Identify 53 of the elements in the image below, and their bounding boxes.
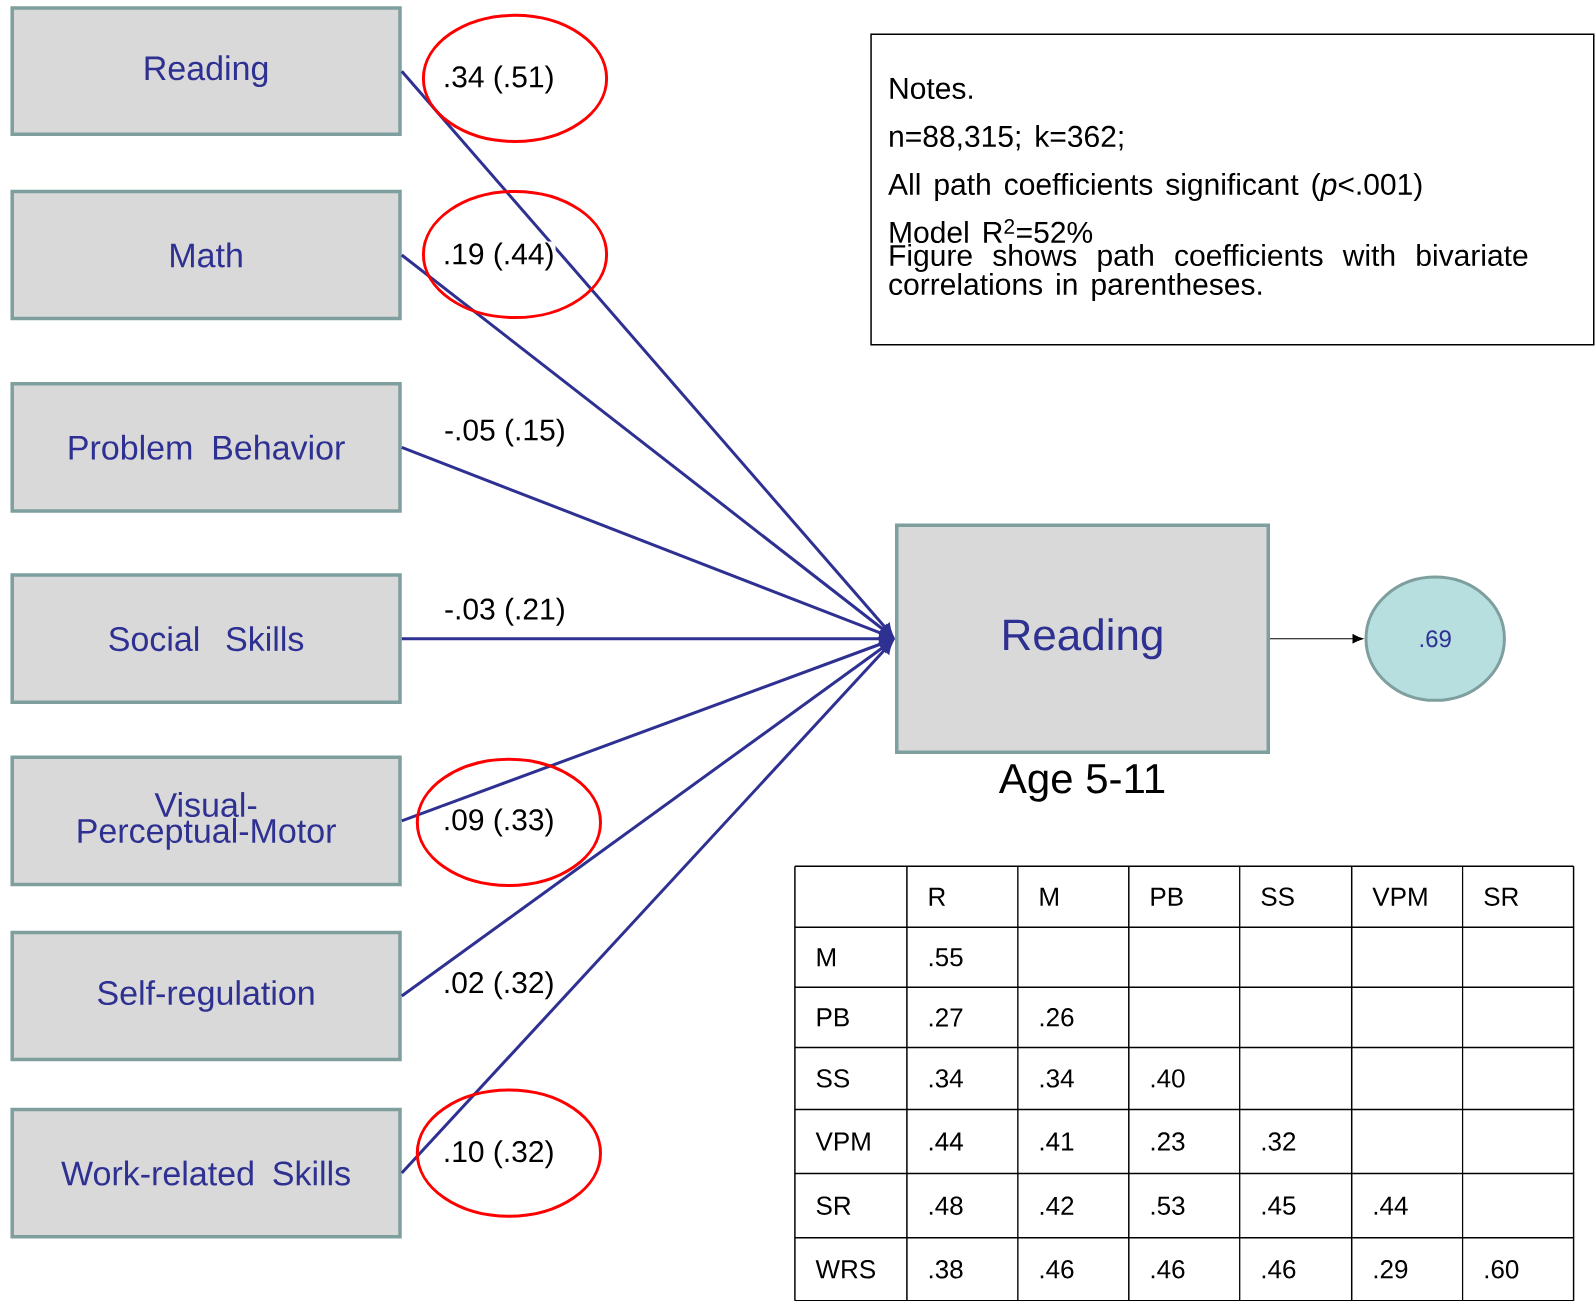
table-cell: .40 [1151, 1069, 1185, 1088]
table-cell: .45 [1262, 1196, 1296, 1215]
table-cell: .46 [1151, 1260, 1185, 1279]
column-header: SR [1484, 887, 1519, 906]
variable-box: Problem Behavior [10, 381, 402, 513]
table-cell: .41 [1040, 1132, 1074, 1151]
variable-box: Social Skills [10, 573, 402, 705]
row-header: WRS [815, 1260, 875, 1279]
row-header: SS [816, 1069, 849, 1088]
table-cell: .46 [1262, 1260, 1296, 1279]
table-cell: .55 [929, 948, 963, 967]
variable-box: Math [10, 189, 402, 321]
column-header: SS [1261, 887, 1294, 906]
variable-box: Visual-Perceptual-Motor [10, 755, 402, 887]
arrow [400, 640, 893, 998]
table-cell: .48 [929, 1196, 963, 1215]
arrow [1269, 634, 1364, 644]
variable-box: Self-regulation [10, 930, 402, 1062]
circled-edge-label: .34 (.51) [421, 13, 609, 143]
arrow [400, 641, 893, 1175]
table-cell: .34 [1040, 1069, 1074, 1088]
row-header: VPM [815, 1132, 870, 1151]
edge-label: .02 (.32) [441, 970, 556, 1001]
table-cell: .38 [929, 1260, 963, 1279]
column-header: VPM [1372, 887, 1427, 906]
circled-edge-label: .19 (.44) [421, 189, 609, 320]
column-header: PB [1151, 887, 1183, 906]
circled-edge-label: .10 (.32) [415, 1088, 602, 1218]
table-cell: .27 [929, 1008, 963, 1027]
edge-label: -.05 (.15) [443, 417, 567, 448]
table-cell: .46 [1040, 1260, 1074, 1279]
table-cell: .53 [1151, 1196, 1185, 1215]
outcome-box: Reading [895, 523, 1270, 754]
arrow [401, 638, 892, 823]
table-cell: .29 [1374, 1260, 1408, 1279]
table-cell: .26 [1040, 1008, 1074, 1027]
row-header: M [817, 948, 836, 967]
node-label: Age 5-11 [998, 764, 1165, 802]
table-cell: .32 [1262, 1132, 1296, 1151]
variable-box: Reading [10, 6, 402, 137]
table-cell: .42 [1040, 1196, 1074, 1215]
circled-edge-label: .09 (.33) [415, 757, 602, 887]
column-header: R [929, 887, 946, 906]
table-cell: .23 [1151, 1132, 1185, 1151]
table-cell: .44 [929, 1132, 963, 1151]
variable-box: Work-related Skills [10, 1107, 402, 1239]
row-header: SR [816, 1196, 851, 1215]
table-cell: .60 [1485, 1260, 1519, 1279]
column-header: M [1040, 887, 1058, 906]
table-cell: .44 [1374, 1196, 1408, 1215]
table-cell: .34 [929, 1069, 963, 1088]
notes-box: Notes. n=88,315; k=362; All path coefficients significant (p<.001) Model R$^{2}$=52% Figure shows path coefficients with bivariate correlations in parentheses. [870, 33, 1595, 346]
row-header: PB [817, 1008, 849, 1027]
